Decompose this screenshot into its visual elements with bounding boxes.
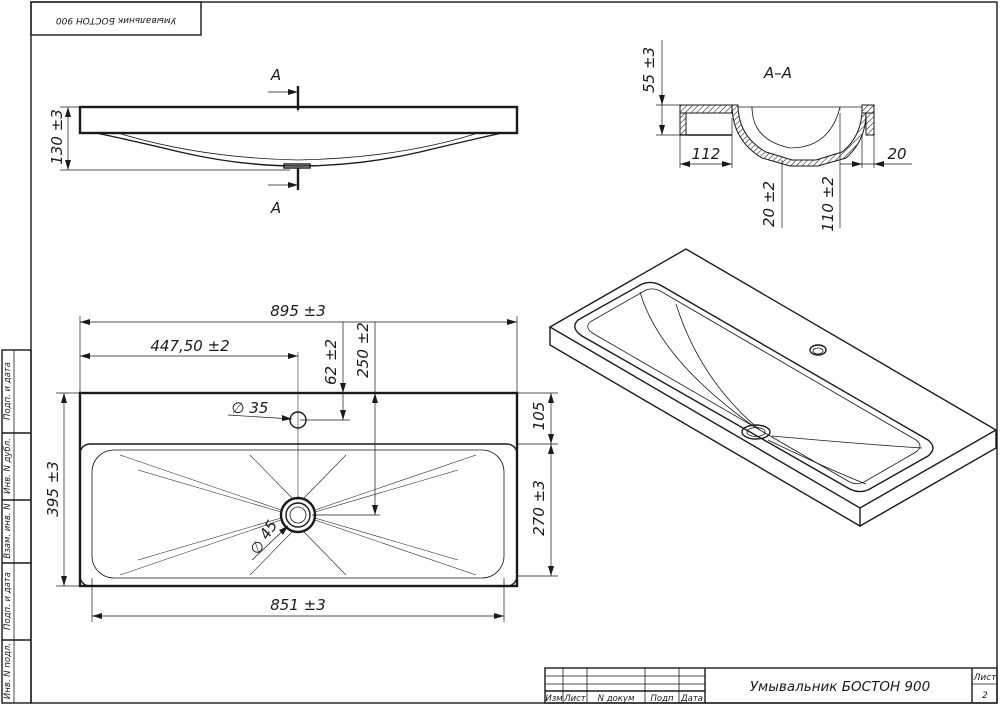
column-label-doc: N докум [598,694,635,704]
column-label-sign: Подп [650,694,673,704]
drawing-title: Умывальник БОСТОН 900 [750,679,930,695]
front-view: А А 130 ±3 [48,66,519,217]
title-block: Изм Лист N докум Подп Дата Умывальник БО… [544,667,998,704]
dim-half-width: 447,50 ±2 [150,337,229,355]
dim-bowl-width: 851 ±3 [270,596,326,614]
dim-section-width-right: 20 [887,145,906,163]
dim-drain-offset: 250 ±2 [354,322,372,378]
sheet-number: 2 [982,691,988,701]
column-label-izm: Изм [545,694,563,704]
cut-label-bottom: А [270,199,281,217]
isometric-view [548,248,998,528]
dim-deck-depth: 105 [530,402,548,431]
top-view: 895 ±3 447,50 ±2 62 ±2 250 ±2 ∅ 35 ∅ 45 … [44,302,558,622]
dim-section-depth-a: 20 ±2 [760,181,778,227]
section-title: А–А [763,64,792,82]
side-label-1: Подп. и дата [3,362,13,420]
side-label-5: Инв. N подл. [3,643,13,699]
side-label-2: Инв. N дубл. [3,438,13,494]
dim-overall-depth: 395 ±3 [44,461,62,517]
dim-section-depth-b: 110 ±2 [819,176,837,232]
top-stamp-text: Умывальник БОСТОН 900 [56,15,176,25]
side-strip: Подп. и дата Инв. N дубл. Взам. инв. N П… [1,349,32,704]
top-stamp-box [30,1,202,36]
sheet-label: Лист [973,673,998,683]
side-label-4: Подп. и дата [3,572,13,630]
dim-hole-offset: 62 ±2 [322,339,340,385]
dim-hole-diameter: ∅ 35 [232,399,269,417]
dim-section-width-left: 112 [692,145,721,163]
dim-overall-width: 895 ±3 [270,302,326,320]
cut-label-top: А [270,66,281,84]
side-label-3: Взам. инв. N [3,503,13,559]
dim-front-height: 130 ±3 [48,109,66,165]
dim-bowl-depth: 270 ±3 [530,480,548,536]
dim-section-height: 55 ±3 [640,47,658,93]
section-view-a-a: А–А 55 ±3 112 20 [640,40,912,232]
column-label-date: Дата [680,694,703,704]
column-label-list: Лист [563,694,587,704]
